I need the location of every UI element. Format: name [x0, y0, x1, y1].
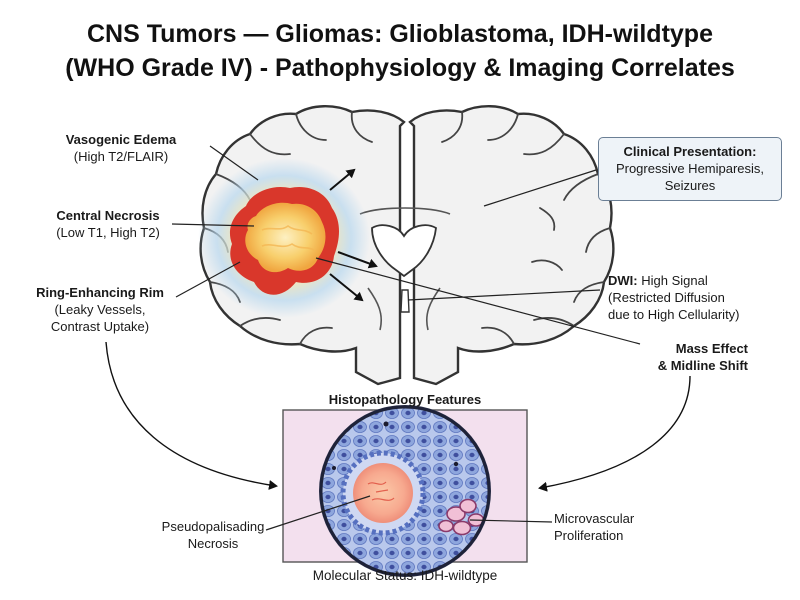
label-pseudopalisading: Pseudopalisading Necrosis — [150, 518, 276, 552]
label-microvascular-line-1: Microvascular — [554, 511, 635, 526]
label-ring-rim-detail-2: Contrast Uptake) — [50, 319, 150, 334]
label-dwi-detail-2: due to High Cellularity) — [608, 307, 740, 322]
label-mass-effect: Mass Effect & Midline Shift — [600, 340, 748, 374]
pseudopalisading-core — [353, 463, 413, 523]
label-ring-enhancing-rim: Ring-Enhancing Rim (Leaky Vessels, Contr… — [20, 284, 180, 335]
label-dwi-detail-0: High Signal — [637, 273, 708, 288]
title-line-2: (WHO Grade IV) - Pathophysiology & Imagi… — [65, 54, 735, 82]
label-ring-rim-detail-1: (Leaky Vessels, — [54, 302, 146, 317]
label-pseudopalisading-line-1: Pseudopalisading — [161, 519, 265, 534]
label-dwi-detail-1: (Restricted Diffusion — [608, 290, 725, 305]
label-central-necrosis-detail: (Low T1, High T2) — [56, 225, 160, 240]
tumor — [198, 158, 370, 318]
label-microvascular-line-2: Proliferation — [554, 528, 624, 543]
lateral-ventricles — [371, 224, 437, 278]
label-vasogenic-edema-name: Vasogenic Edema — [65, 132, 177, 147]
label-mass-effect-line-2: & Midline Shift — [657, 358, 748, 373]
microvascular-proliferation — [438, 498, 485, 536]
label-central-necrosis-name: Central Necrosis — [56, 208, 160, 223]
clinical-presentation-detail-1: Progressive Hemiparesis, — [615, 161, 765, 176]
histo-leader-lines — [265, 495, 553, 531]
brain-outline-right — [408, 105, 615, 386]
label-microvascular: Microvascular Proliferation — [554, 510, 684, 544]
clinical-presentation-box: Clinical Presentation: Progressive Hemip… — [598, 137, 782, 201]
mass-effect-arrows — [329, 168, 378, 302]
histopathology-title: Histopathology Features — [328, 392, 482, 407]
molecular-status: Molecular Status: IDH-wildtype — [312, 568, 498, 583]
label-vasogenic-edema: Vasogenic Edema (High T2/FLAIR) — [46, 131, 196, 165]
label-pseudopalisading-line-2: Necrosis — [187, 536, 239, 551]
mitotic-figures — [332, 421, 459, 470]
label-dwi-name: DWI: — [608, 273, 638, 288]
clinical-presentation-title: Clinical Presentation: — [623, 144, 757, 159]
histo-tissue — [321, 407, 489, 575]
label-central-necrosis: Central Necrosis (Low T1, High T2) — [38, 207, 178, 241]
label-ring-rim-name: Ring-Enhancing Rim — [36, 285, 164, 300]
histopathology-panel — [282, 405, 528, 577]
third-ventricle — [400, 289, 410, 313]
deep-grey — [367, 287, 441, 331]
leader-lines — [171, 145, 641, 345]
corpus-callosum — [359, 207, 451, 215]
label-mass-effect-line-1: Mass Effect — [675, 341, 748, 356]
clinical-presentation-detail-2: Seizures — [664, 178, 716, 193]
curved-arrows — [105, 341, 691, 492]
central-necrosis-core — [245, 202, 326, 273]
title-line-1: CNS Tumors — Gliomas: Glioblastoma, IDH-… — [86, 20, 713, 48]
label-vasogenic-edema-detail: (High T2/FLAIR) — [73, 149, 169, 164]
label-dwi: DWI: High Signal (Restricted Diffusion d… — [608, 272, 798, 323]
